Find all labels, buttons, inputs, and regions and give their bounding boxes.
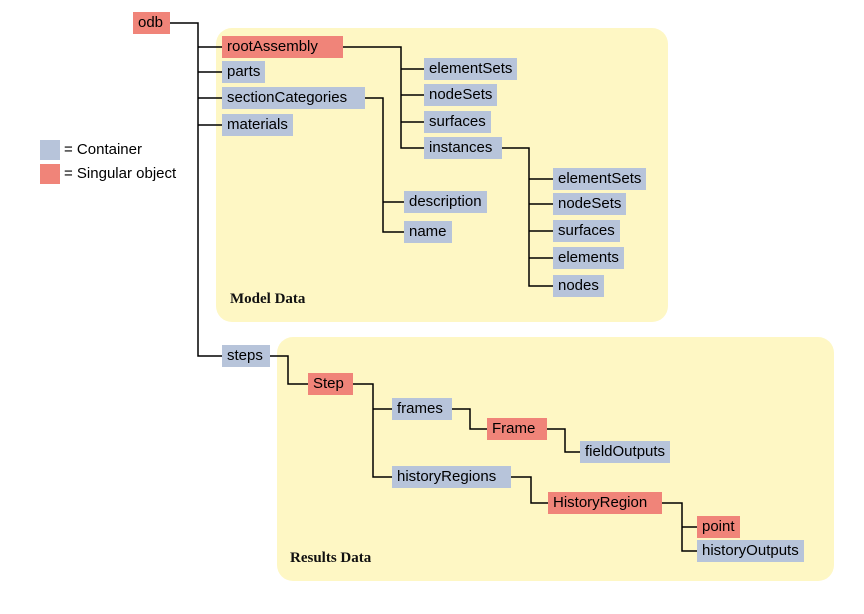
node-root-assembly: rootAssembly — [222, 36, 343, 58]
node-instance-node-sets: nodeSets — [553, 193, 627, 215]
node-point: point — [697, 516, 740, 538]
node-parts: parts — [222, 61, 266, 83]
node-instance-element-sets: elementSets — [553, 168, 647, 190]
node-materials: materials — [222, 114, 293, 136]
model-data-label: Model Data — [230, 291, 306, 307]
node-instances: instances — [424, 137, 502, 159]
node-instance-elements: elements — [553, 247, 624, 269]
node-frame: Frame — [487, 418, 547, 440]
node-steps: steps — [222, 345, 270, 367]
node-instance-nodes: nodes — [553, 275, 604, 297]
node-history-region: HistoryRegion — [548, 492, 662, 514]
node-assembly-node-sets: nodeSets — [424, 84, 498, 106]
node-section-categories: sectionCategories — [222, 87, 365, 109]
node-frames: frames — [392, 398, 452, 420]
node-assembly-surfaces: surfaces — [424, 111, 491, 133]
node-name: name — [404, 221, 452, 243]
node-assembly-element-sets: elementSets — [424, 58, 518, 80]
node-odb: odb — [133, 12, 170, 34]
node-step: Step — [308, 373, 353, 395]
node-history-outputs: historyOutputs — [697, 540, 804, 562]
legend-container-label: = Container — [64, 141, 142, 158]
node-history-regions: historyRegions — [392, 466, 511, 488]
node-instance-surfaces: surfaces — [553, 220, 620, 242]
node-description: description — [404, 191, 487, 213]
results-data-label: Results Data — [290, 550, 372, 566]
legend-singular-label: = Singular object — [64, 165, 177, 182]
node-field-outputs: fieldOutputs — [580, 441, 671, 463]
legend-container-swatch — [40, 140, 60, 160]
legend-singular-swatch — [40, 164, 60, 184]
